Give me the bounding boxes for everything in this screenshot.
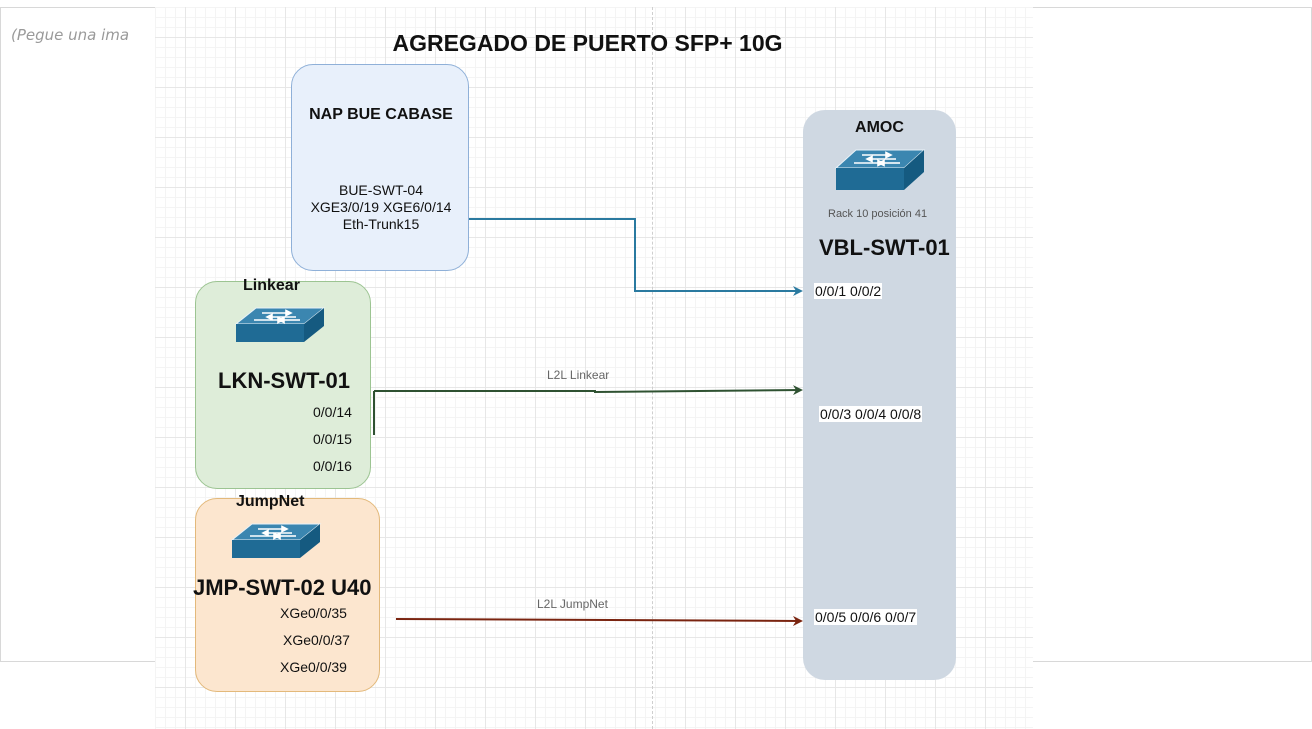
switch-icon [230,520,322,565]
jumpnet-heading: JumpNet [236,493,305,510]
amoc-ports-nap: 0/0/1 0/0/2 [814,283,883,299]
linkear-edge-label: L2L Linkear [547,368,610,382]
nap-trunk-line: Eth-Trunk15 [342,216,420,232]
linkear-port-2: 0/0/15 [313,431,352,447]
amoc-heading: AMOC [855,119,904,136]
nap-bue-cabase-box[interactable]: NAP BUE CABASE BUE-SWT-04 XGE3/0/19 XGE6… [291,64,469,271]
jumpnet-to-amoc-link [395,615,803,626]
connector-lines [373,218,803,626]
amoc-ports-jumpnet: 0/0/5 0/0/6 0/0/7 [814,609,918,625]
amoc-box[interactable]: AMOC Rack 10 posición 41 VBL-SWT-01 0/0/… [803,110,956,680]
diagram-title: AGREGADO DE PUERTO SFP+ 10G [392,30,783,56]
amoc-ports-linkear: 0/0/3 0/0/4 0/0/8 [819,406,923,422]
jumpnet-box[interactable]: XGe0/0/35 XGe0/0/37 XGe0/0/39 [195,498,380,692]
page-break-line [652,7,653,729]
linkear-device-name: LKN-SWT-01 [218,368,350,393]
nap-ports-line: XGE3/0/19 XGE6/0/14 [310,199,452,215]
linkear-port-1: 0/0/14 [313,404,352,420]
linkear-port-3: 0/0/16 [313,458,352,474]
jumpnet-device-name: JMP-SWT-02 U40 [193,575,372,600]
amoc-rack-position: Rack 10 posición 41 [828,208,928,220]
nap-to-amoc-link [469,218,803,296]
jumpnet-port-1: XGe0/0/35 [280,605,347,621]
jumpnet-edge-label: L2L JumpNet [537,597,608,611]
amoc-device-name: VBL-SWT-01 [819,235,950,260]
linkear-to-amoc-link [374,385,803,396]
switch-icon [234,304,326,349]
network-diagram: AGREGADO DE PUERTO SFP+ 10G NAP BUE CABA… [155,7,1033,729]
linkear-heading: Linkear [243,277,300,294]
jumpnet-port-3: XGe0/0/39 [280,659,347,675]
paste-placeholder: (Pegue una ima [11,26,130,44]
nap-heading: NAP BUE CABASE [309,106,453,123]
switch-icon [834,146,926,197]
jumpnet-port-2: XGe0/0/37 [283,632,350,648]
nap-device-line: BUE-SWT-04 [338,182,423,198]
linkear-box[interactable]: LKN-SWT-01 0/0/14 0/0/15 0/0/16 [195,281,371,489]
